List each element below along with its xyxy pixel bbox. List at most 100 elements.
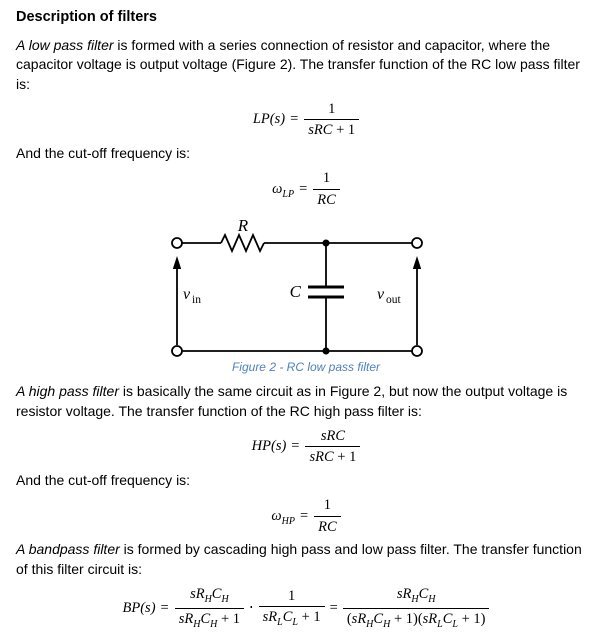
- terminal-top-left: [171, 237, 183, 250]
- vout-arrow: v out: [377, 256, 422, 346]
- math-token: + 1): [457, 610, 486, 627]
- math-token: sR: [178, 610, 194, 627]
- figure-caption: Figure 2 - RC low pass filter: [231, 360, 381, 375]
- math-token: + 1: [297, 609, 321, 625]
- fraction-numerator: 1: [304, 100, 360, 121]
- cutoff-text-lowpass: And the cut-off frequency is:: [16, 144, 191, 161]
- fraction-denominator: sRHCH + 1: [175, 609, 244, 632]
- multiplication-dot: ⋅: [249, 599, 254, 616]
- fraction-denominator: RC: [318, 518, 337, 535]
- math-subscript: H: [210, 618, 218, 630]
- resistor-symbol: R: [220, 216, 265, 254]
- math-equals: =: [329, 599, 338, 616]
- math-lhs: LP(s): [252, 111, 286, 128]
- math-token: + 1: [333, 449, 357, 466]
- math-subscript: H: [221, 593, 229, 605]
- junction-dot-top: [322, 239, 330, 247]
- math-equals: =: [291, 438, 300, 455]
- fraction-numerator: 1: [314, 496, 341, 517]
- lowpass-lead-italic: A low pass filter: [16, 37, 114, 53]
- rc-lowpass-circuit-diagram: R C v in v: [171, 216, 423, 358]
- omega-subscript: HP: [281, 515, 295, 527]
- vin-arrowhead: [172, 256, 182, 270]
- cutoff-text-highpass: And the cut-off frequency is:: [16, 471, 191, 488]
- lowpass-text: is formed with a series connection of re…: [16, 37, 580, 92]
- omega-symbol: ω: [271, 507, 282, 524]
- paragraph-highpass: A high pass filter is basically the same…: [16, 382, 594, 421]
- terminal-bottom-right: [411, 345, 423, 358]
- math-lhs: ωLP: [272, 180, 295, 200]
- resistor-zigzag: [220, 233, 265, 254]
- fraction-denominator: sRC + 1: [304, 120, 359, 140]
- math-subscript: H: [428, 593, 436, 605]
- vin-arrow: v in: [172, 256, 201, 346]
- highpass-lead-italic: A high pass filter: [16, 383, 119, 400]
- vin-label-subscript: in: [192, 294, 201, 306]
- math-token: C: [442, 610, 453, 627]
- math-lhs: HP(s): [251, 438, 287, 455]
- fraction-denominator: RC: [317, 191, 336, 208]
- capacitor-symbol: C: [290, 243, 344, 352]
- math-lhs: ωHP: [271, 507, 295, 527]
- math-token: sRC: [308, 122, 333, 139]
- fraction-numerator: sRHCH: [342, 585, 490, 609]
- vin-label: v: [183, 286, 191, 303]
- page-title: Description of filters: [16, 9, 157, 25]
- math-token: C: [200, 610, 211, 627]
- fraction-numerator: sRHCH: [174, 585, 245, 609]
- fraction-numerator: sRC: [305, 427, 361, 448]
- vout-label-subscript: out: [386, 294, 402, 306]
- math-token: sRC: [309, 449, 334, 466]
- math-subscript: H: [193, 618, 201, 630]
- omega-subscript: LP: [282, 188, 295, 200]
- math-token: + 1: [217, 610, 241, 627]
- math-token: sR: [351, 610, 367, 627]
- math-subscript: H: [366, 618, 374, 630]
- math-equals: =: [299, 507, 309, 524]
- math-subscript: H: [383, 618, 391, 630]
- fraction-3: sRHCH(sRHCH + 1)(sRLCL + 1): [342, 585, 490, 632]
- math-token: sR: [262, 609, 278, 625]
- vout-arrowhead: [412, 256, 422, 270]
- math-token: C: [282, 609, 293, 625]
- vout-label: v: [377, 286, 385, 303]
- fraction-denominator: sRC + 1: [305, 447, 360, 467]
- resistor-label: R: [237, 216, 249, 235]
- bandpass-lead-italic: A bandpass filter: [16, 541, 120, 558]
- highpass-text: is basically the same circuit as in Figu…: [16, 383, 568, 419]
- junction-dot-bottom: [322, 347, 330, 355]
- math-equals: =: [299, 180, 308, 197]
- bandpass-text: is formed by cascading high pass and low…: [16, 541, 582, 577]
- fraction-denominator: sRLCL + 1: [259, 607, 325, 630]
- math-token: sR: [422, 610, 438, 627]
- math-subscript: H: [204, 593, 212, 605]
- paragraph-lowpass: A low pass filter is formed with a serie…: [16, 36, 594, 94]
- figure-2: R C v in v: [167, 213, 427, 359]
- math-token: + 1)(: [390, 610, 423, 627]
- paragraph-bandpass: A bandpass filter is formed by cascading…: [16, 540, 594, 579]
- math-equals: =: [160, 599, 169, 616]
- math-token: C: [418, 585, 429, 602]
- capacitor-label: C: [290, 282, 302, 301]
- math-subscript: H: [411, 593, 419, 605]
- math-token: + 1: [332, 122, 356, 139]
- math-lhs: BP(s): [122, 599, 156, 616]
- document-page: Description of filters A low pass filter…: [16, 9, 596, 632]
- math-equals: =: [290, 111, 299, 128]
- terminal-top-right: [411, 237, 423, 250]
- math-token: sR: [396, 585, 412, 602]
- terminal-bottom-left: [171, 345, 183, 358]
- omega-symbol: ω: [272, 180, 283, 197]
- fraction-numerator: 1: [313, 169, 340, 190]
